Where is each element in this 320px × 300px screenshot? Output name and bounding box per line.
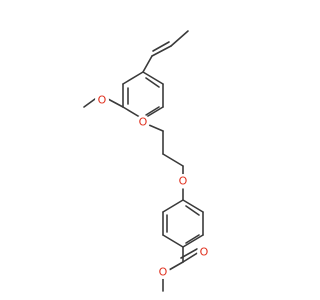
- oxygen-label: O: [200, 246, 209, 259]
- ring1-inner-double: [145, 77, 160, 88]
- oxygen-label: O: [139, 116, 148, 129]
- bond-vinyl-double-a: [151, 45, 172, 57]
- bond-methoxy-o-methyl: [83, 98, 96, 108]
- molecule-structure-diagram: O O O O O: [83, 30, 211, 292]
- bond-vinyl-methyl: [170, 30, 189, 47]
- ring2-bond: [182, 234, 204, 248]
- lower-benzene-ring: [162, 199, 204, 248]
- ring2-bond: [162, 199, 184, 213]
- bond-ring1-methoxy-o: [107, 98, 124, 108]
- oxygen-label: O: [98, 94, 107, 107]
- ring2-inner-double: [185, 205, 200, 216]
- ring2-inner-double: [185, 234, 200, 244]
- propenyl-group: [142, 30, 189, 73]
- ester-oxygen: O: [156, 265, 170, 279]
- butoxy-linker: [142, 118, 184, 176]
- carbonyl-oxygen: O: [197, 245, 211, 259]
- bond-ring1-vinyl: [142, 55, 153, 73]
- bond-carbonyl-double-a: [182, 251, 200, 263]
- ring1-inner-double: [145, 106, 160, 116]
- bond-ether-o-ch2: [148, 124, 164, 132]
- atom-labels: O O O O O: [95, 93, 211, 279]
- lower-ether-oxygen: O: [176, 174, 190, 188]
- methoxy-oxygen: O: [95, 93, 109, 107]
- bond-carbonyl-double-b: [180, 248, 198, 259]
- bond-vinyl-double-b: [152, 41, 170, 52]
- ring2-bond: [182, 199, 204, 213]
- upper-benzene-ring: [122, 71, 164, 120]
- ring1-bond: [122, 71, 144, 85]
- oxygen-label: O: [179, 175, 188, 188]
- oxygen-label: O: [159, 266, 168, 279]
- upper-ether-oxygen: O: [136, 115, 150, 129]
- ring1-bond: [142, 71, 164, 85]
- ring2-bond: [162, 234, 184, 248]
- methoxy-group: [83, 98, 124, 108]
- bond-chain: [162, 153, 184, 167]
- bond-carbonyl-c-ester-o: [168, 261, 184, 271]
